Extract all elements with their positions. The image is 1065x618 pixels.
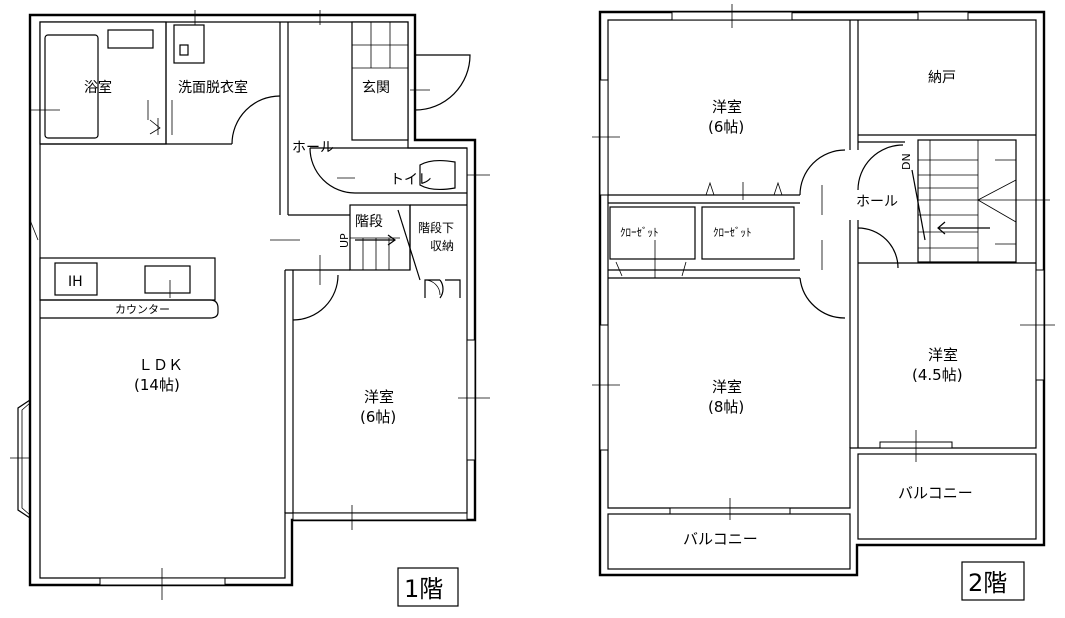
dn-label: DN bbox=[900, 153, 913, 170]
storage-label: 納戸 bbox=[928, 70, 956, 86]
western-c-label: 洋室 bbox=[928, 346, 958, 364]
bay-window bbox=[17, 399, 31, 519]
hall-label-2f: ホール bbox=[856, 194, 898, 210]
balcony-left bbox=[607, 513, 851, 570]
floor1-tag-box bbox=[397, 567, 459, 607]
entrance-label: 玄関 bbox=[362, 79, 390, 96]
kitchen-counter bbox=[39, 257, 216, 301]
closet-right bbox=[701, 206, 795, 260]
washroom-sink bbox=[173, 24, 205, 64]
bathtub bbox=[44, 34, 99, 139]
balcony-left-label: バルコニー bbox=[683, 530, 758, 548]
western-1f-label: 洋室 bbox=[364, 388, 394, 406]
closet-right-label: ｸﾛｰｾﾞｯﾄ bbox=[713, 226, 752, 239]
closet-left-label: ｸﾛｰｾﾞｯﾄ bbox=[620, 226, 659, 239]
stairs-label: 階段 bbox=[355, 214, 383, 230]
bath-label: 浴室 bbox=[84, 79, 112, 96]
balcony-right bbox=[857, 453, 1037, 540]
toilet-bowl bbox=[419, 159, 456, 191]
bath-room bbox=[39, 21, 167, 145]
ih-label: IH bbox=[68, 274, 83, 290]
closet-left bbox=[609, 206, 696, 260]
western-a-label: 洋室 bbox=[712, 98, 742, 116]
floor1-tag: 1階 bbox=[404, 575, 443, 603]
counter-label: カウンター bbox=[115, 303, 170, 316]
western-a-size: (6帖) bbox=[708, 118, 744, 136]
entrance-door bbox=[414, 54, 471, 111]
up-label: UP bbox=[338, 233, 351, 248]
toilet-label: トイレ bbox=[390, 172, 432, 188]
floor2-tag: 2階 bbox=[968, 569, 1007, 597]
counter-bar bbox=[40, 299, 219, 319]
floor1-plan: 浴室 洗面脱衣室 玄関 ホール トイレ 階段 階段下 収納 UP IH カウンタ… bbox=[10, 10, 490, 607]
ih-stove bbox=[54, 262, 98, 296]
hall-label-1f: ホール bbox=[292, 140, 334, 156]
floor2-plan: 洋室 (6帖) 納戸 ｸﾛｰｾﾞｯﾄ ｸﾛｰｾﾞｯﾄ ホール DN 洋室 (8帖… bbox=[592, 4, 1055, 601]
western-b-label: 洋室 bbox=[712, 378, 742, 396]
kitchen-sink bbox=[144, 265, 191, 294]
bath-shelf bbox=[107, 29, 154, 49]
under-stairs-storage-label: 収納 bbox=[430, 239, 454, 253]
under-stairs-label: 階段下 bbox=[418, 220, 454, 235]
western-b-size: (8帖) bbox=[708, 398, 744, 416]
washroom-label: 洗面脱衣室 bbox=[178, 79, 248, 96]
western-c-size: (4.5帖) bbox=[912, 366, 963, 384]
entrance-floor bbox=[351, 21, 409, 141]
balcony-right-label: バルコニー bbox=[898, 484, 973, 502]
ldk-size: (14帖) bbox=[134, 376, 180, 394]
floor2-tag-box bbox=[961, 561, 1025, 601]
ldk-label: ＬＤＫ bbox=[138, 356, 183, 374]
floor2-outer-wall bbox=[598, 10, 1046, 577]
western-1f-size: (6帖) bbox=[360, 408, 396, 426]
